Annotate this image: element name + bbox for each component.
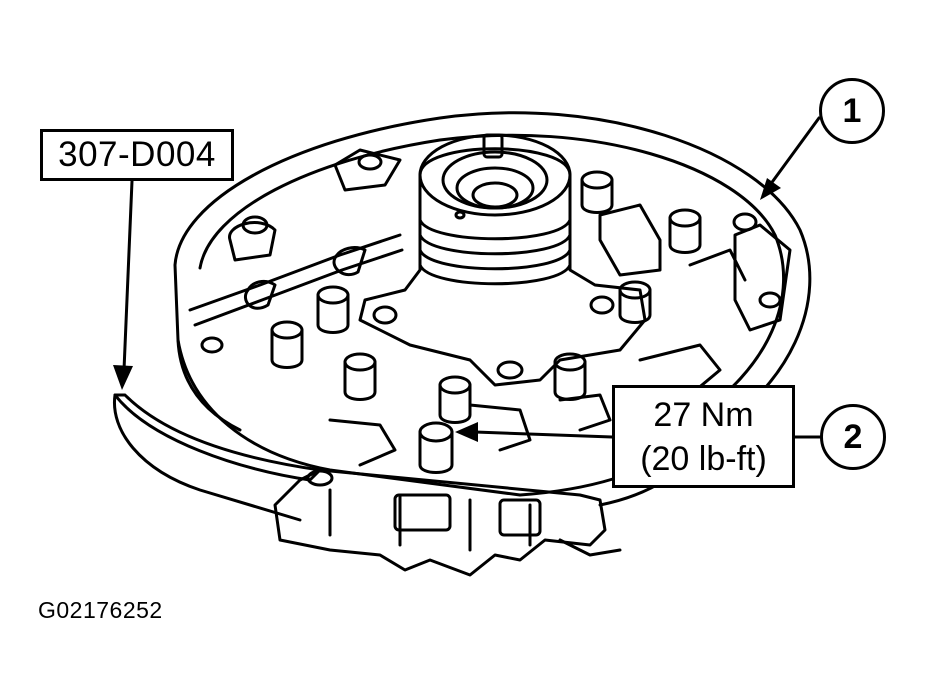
- bolt: [316, 285, 350, 334]
- bolt: [618, 280, 652, 324]
- callout-1: 1: [819, 78, 885, 144]
- fluid-passages: [188, 203, 747, 432]
- stator-hub: [358, 133, 647, 387]
- callout-1-number: 1: [842, 91, 862, 130]
- torque-nm-text: 27 Nm: [653, 395, 754, 434]
- bolt-group: [270, 170, 702, 474]
- torque-spec-label: 27 Nm (20 lb-ft): [612, 385, 795, 488]
- bolt: [343, 352, 377, 401]
- leader-lines: [113, 116, 822, 442]
- bolt-torqued: [418, 421, 454, 474]
- bolt: [270, 320, 304, 369]
- callout-2: 2: [820, 404, 886, 470]
- holding-fixture: [112, 393, 622, 577]
- callout-2-number: 2: [843, 417, 863, 456]
- special-tool-label: 307-D004: [40, 129, 234, 181]
- bolt: [438, 375, 472, 424]
- tool-number-text: 307-D004: [58, 135, 216, 174]
- bolt: [668, 208, 702, 254]
- torque-lbft-text: (20 lb-ft): [640, 439, 767, 478]
- bolt: [580, 170, 614, 214]
- figure-id: G02176252: [38, 597, 163, 623]
